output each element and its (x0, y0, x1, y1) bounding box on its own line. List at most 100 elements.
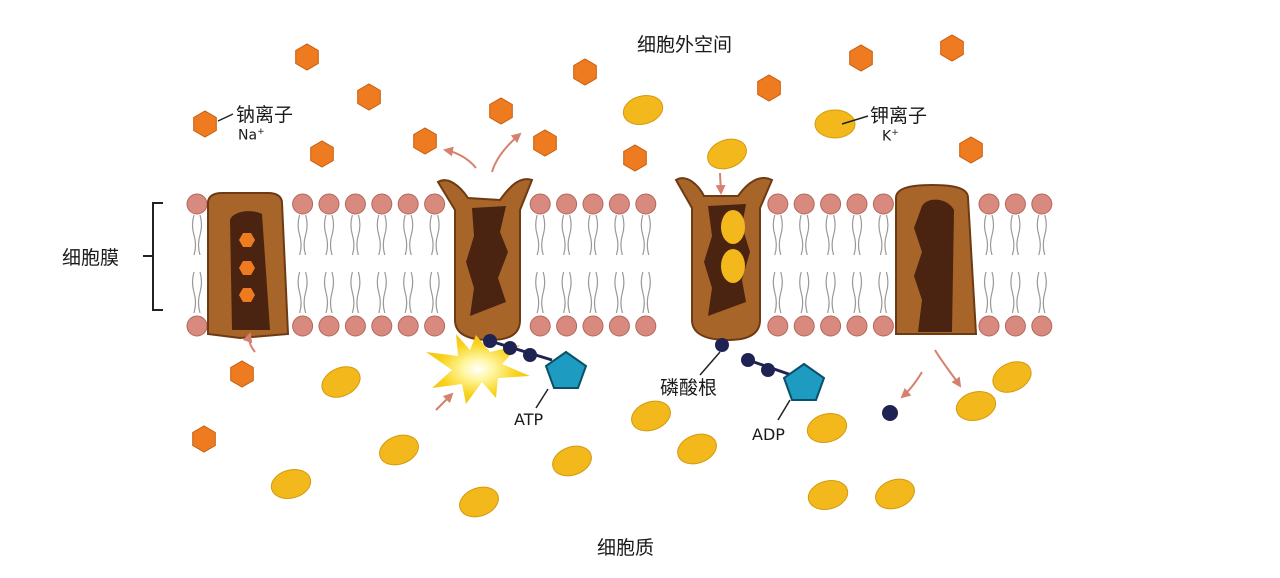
lipid-head (397, 315, 419, 337)
lipid-tail (197, 271, 203, 314)
lipid-tail (805, 271, 810, 314)
lipid-tail (640, 271, 645, 314)
lipid-tail (825, 214, 830, 256)
bound-potassium-ion (721, 210, 745, 244)
lipid-tail (587, 214, 593, 256)
lipid-head (1031, 193, 1053, 215)
adp-label: ADP (752, 425, 785, 444)
lipid-tail (646, 271, 651, 314)
lipid-tail (191, 214, 197, 256)
lipid-tail (429, 271, 434, 314)
lipid-tail (1036, 271, 1041, 314)
phosphate-group (503, 341, 517, 355)
potassium-ion (955, 391, 997, 421)
lipid-tail (884, 271, 889, 314)
sodium-ion (413, 127, 437, 155)
lipid-tail (878, 271, 883, 314)
lipid-tail (297, 271, 302, 314)
lipid-tail (884, 214, 889, 256)
lipid-tail (376, 271, 381, 314)
leader-lines (217, 113, 869, 125)
lipid-head (186, 315, 208, 337)
lipid-tail (356, 214, 361, 256)
phosphate-group (523, 348, 537, 362)
lipid-tail (614, 214, 619, 256)
lipid-tail (799, 271, 804, 314)
lipid-head (556, 315, 578, 337)
sodium-ion (849, 44, 873, 72)
sodium-ion (230, 360, 254, 388)
potassium-ion (875, 478, 915, 510)
potassium-ion (631, 400, 671, 432)
lipid-head (767, 193, 789, 215)
lipid-tail (857, 214, 863, 256)
lipid-tails (191, 214, 1047, 314)
lipid-tail (772, 271, 777, 314)
sodium-ion (489, 97, 513, 125)
potassium-ion (379, 434, 419, 466)
lipid-tail (323, 271, 329, 314)
phosphate-label: 磷酸根 (660, 377, 718, 399)
lipid-tail (799, 214, 804, 256)
lipid-head (872, 315, 894, 337)
bound-sodium-ion (239, 233, 255, 247)
lipid-tail (409, 214, 414, 256)
lipid-bilayer (186, 193, 1053, 337)
potassium-ion (321, 366, 361, 398)
lipid-head (556, 193, 578, 215)
lipid-head (820, 315, 842, 337)
lipid-heads (186, 193, 1053, 337)
pentose-ring (782, 362, 826, 401)
sodium-ion (940, 34, 964, 62)
lipid-tail (640, 214, 645, 256)
lipid-head (978, 315, 1000, 337)
lipid-tail (429, 214, 434, 256)
lipid-head (397, 193, 419, 215)
lipid-tail (778, 271, 783, 314)
lipid-tail (989, 214, 995, 256)
sodium-ion-label: 钠离子 (236, 104, 294, 126)
lipid-head (978, 193, 1000, 215)
lipid-head (635, 315, 657, 337)
lipid-tail (831, 214, 836, 256)
phosphate-group (882, 405, 898, 421)
adp-molecule (741, 353, 826, 421)
sodium-ion (310, 140, 334, 168)
lipid-tail (382, 271, 387, 314)
sodium-ion (757, 74, 781, 102)
lipid-head (186, 193, 208, 215)
sodium-ion (193, 110, 217, 138)
lipid-tail (197, 214, 203, 256)
cytoplasm-label: 细胞质 (597, 537, 655, 559)
lipid-tail (878, 214, 883, 256)
lipid-tail (329, 271, 335, 314)
potassium-ion (270, 469, 312, 499)
free-potassium-ions (270, 95, 1032, 518)
phosphate-group (741, 353, 755, 367)
lipid-head (872, 193, 894, 215)
lipid-tail (435, 271, 440, 314)
lipid-tail (1016, 214, 1021, 256)
bound-sodium-ion (239, 261, 255, 275)
phosphate-group (483, 334, 497, 348)
lipid-tail (350, 214, 355, 256)
pump-protein-open-outside (436, 178, 534, 342)
lipid-tail (1016, 271, 1021, 314)
sodium-symbol-label: Na+ (238, 127, 265, 144)
lipid-tail (329, 214, 335, 256)
lipid-tail (567, 214, 572, 256)
lipid-tail (593, 214, 599, 256)
atp-molecule (483, 334, 588, 409)
sodium-ion (959, 136, 983, 164)
lipid-tail (1042, 271, 1047, 314)
lipid-head (793, 193, 815, 215)
potassium-ion (814, 109, 856, 139)
potassium-ion (807, 480, 849, 510)
lipid-tail (303, 271, 308, 314)
lipid-head (820, 193, 842, 215)
lipid-head (1004, 193, 1026, 215)
lipid-head (635, 193, 657, 215)
pentose-ring (544, 350, 588, 389)
lipid-tail (989, 271, 995, 314)
potassium-symbol-label: K+ (882, 128, 899, 145)
